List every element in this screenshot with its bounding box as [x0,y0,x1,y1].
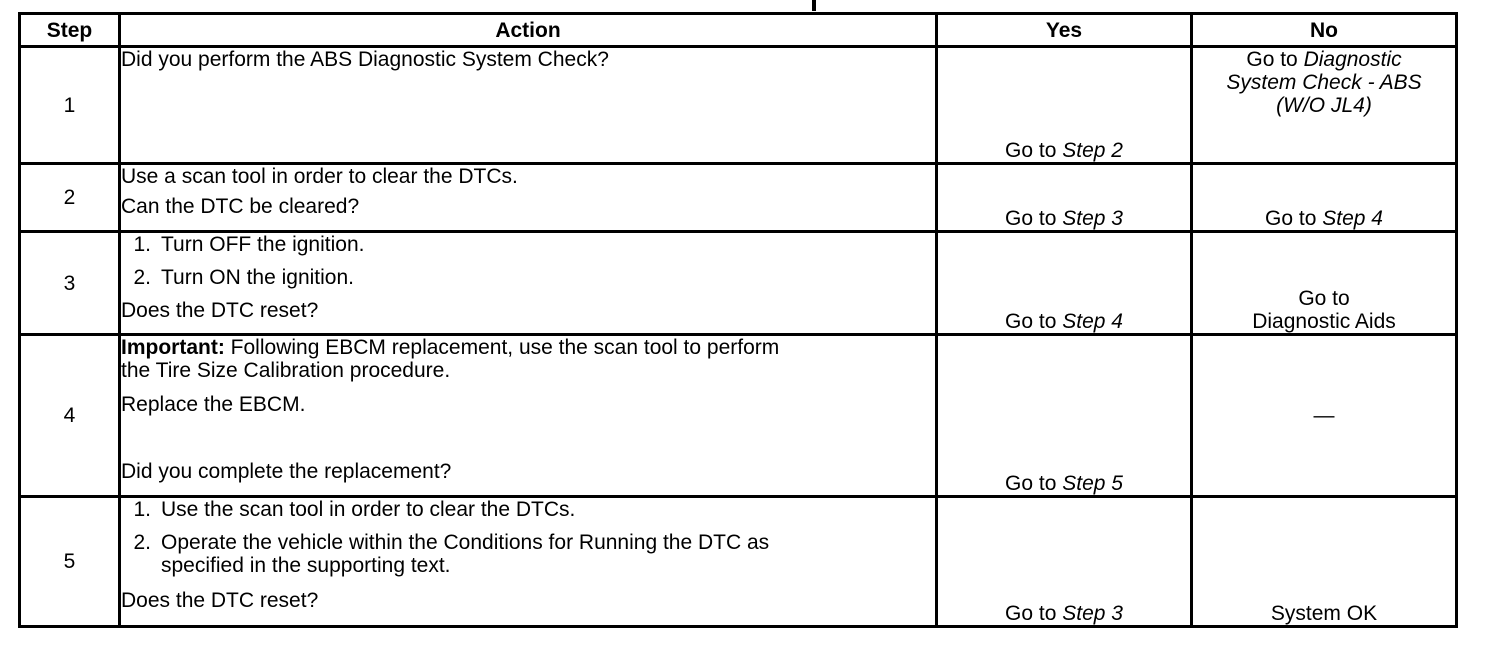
yes-cell: Go to Step 3 [935,495,1193,628]
question-text: Did you perform the ABS Diagnostic Syste… [121,48,609,72]
goto-reference: Go to Diagnostic System Check - ABS (W/O… [1226,48,1422,118]
goto-reference: Go to Step 2 [1005,139,1123,162]
goto-reference: Go to Step 4 [1005,310,1123,333]
action-cell: Important: Following EBCM replacement, u… [118,333,938,498]
question-text: Does the DTC reset? [121,589,319,612]
no-cell: Go to Step 4 [1190,162,1458,233]
header-no: No [1190,12,1458,48]
yes-cell: Go to Step 4 [935,230,1193,336]
step-number: 4 [18,333,121,498]
action-cell: Use a scan tool in order to clear the DT… [118,162,938,233]
list-item: 1. Turn OFF the ignition. [133,233,365,257]
list-item: 2. Turn ON the ignition. [133,266,354,289]
yes-cell: Go to Step 3 [935,162,1193,233]
header-row: Step Action Yes No [18,12,1458,48]
table-row-step-3: 3 1. Turn OFF the ignition. 2. Turn ON t… [18,230,1458,336]
question-text: Does the DTC reset? [121,299,319,322]
action-cell: 1. Turn OFF the ignition. 2. Turn ON the… [118,230,938,336]
step-number: 3 [18,230,121,336]
list-item: 2. Operate the vehicle within the Condit… [133,531,770,577]
header-action: Action [118,12,938,48]
question-text: Can the DTC be cleared? [121,195,360,218]
header-yes: Yes [935,12,1193,48]
goto-reference: Go to Step 3 [1005,602,1123,625]
yes-cell: Go to Step 5 [935,333,1193,498]
list-item: 1. Use the scan tool in order to clear t… [133,498,576,522]
table-row-step-5: 5 1. Use the scan tool in order to clear… [18,495,1458,628]
status-text: System OK [1270,602,1378,625]
action-cell: 1. Use the scan tool in order to clear t… [118,495,938,628]
no-cell: Go to Diagnostic System Check - ABS (W/O… [1190,45,1458,165]
table-row-step-1: 1 Did you perform the ABS Diagnostic Sys… [18,45,1458,165]
step-number: 1 [18,45,121,165]
no-cell: Go to Diagnostic Aids [1190,230,1458,336]
table-row-step-2: 2 Use a scan tool in order to clear the … [18,162,1458,233]
goto-reference: Go to Step 4 [1265,207,1383,230]
action-text: Use a scan tool in order to clear the DT… [121,165,518,189]
no-cell: System OK [1190,495,1458,628]
header-step: Step [18,12,121,48]
action-cell: Did you perform the ABS Diagnostic Syste… [118,45,938,165]
step-number: 2 [18,162,121,233]
no-cell: — [1190,333,1458,498]
yes-cell: Go to Step 2 [935,45,1193,165]
diagnostic-table: Step Action Yes No 1 Did you perform the… [18,12,1458,628]
question-text: Did you complete the replacement? [121,460,452,483]
goto-reference: Go to Step 5 [1005,472,1123,495]
scan-artifact-tick [812,0,816,11]
goto-reference: Go to Step 3 [1005,207,1123,230]
important-note: Important: Following EBCM replacement, u… [121,336,780,383]
goto-reference: Go to Diagnostic Aids [1252,287,1396,333]
em-dash: — [1313,404,1335,427]
action-text: Replace the EBCM. [121,393,306,416]
step-number: 5 [18,495,121,628]
table-row-step-4: 4 Important: Following EBCM replacement,… [18,333,1458,498]
